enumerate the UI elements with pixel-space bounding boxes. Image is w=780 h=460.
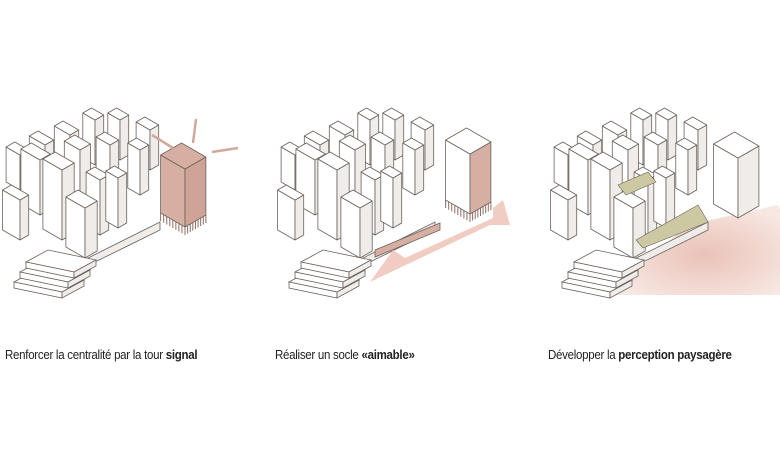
building — [127, 137, 150, 196]
caption-tower-signal: Renforcer la centralité par la tour sign… — [5, 348, 198, 362]
building — [105, 165, 128, 229]
panel-perception-paysagere — [550, 107, 780, 299]
building — [277, 184, 305, 241]
panel-socle-aimable — [277, 107, 510, 299]
caption-perception-paysagere: Développer la perception paysagère — [548, 348, 732, 362]
building — [380, 165, 403, 229]
diagram-illustrations — [2, 107, 780, 299]
building — [2, 184, 30, 241]
building — [402, 137, 425, 196]
stairs — [12, 249, 98, 299]
stairs — [287, 249, 373, 299]
building — [590, 151, 623, 241]
signal-rays-icon — [151, 118, 239, 154]
pedestrian-arrow-icon — [370, 200, 510, 282]
tower — [713, 131, 760, 219]
socle-base — [374, 222, 441, 258]
building — [340, 189, 373, 259]
caption-socle-aimable: Réaliser un socle «aimable» — [275, 348, 415, 362]
colonnade — [160, 213, 207, 235]
tower — [445, 127, 492, 215]
building — [675, 137, 698, 196]
building — [550, 184, 578, 241]
building — [653, 165, 676, 229]
colonnade — [445, 200, 492, 222]
landscape-area — [608, 205, 780, 295]
plaza-green — [635, 204, 709, 249]
panel-tower-signal — [2, 107, 239, 299]
building — [65, 189, 98, 259]
stairs — [560, 249, 646, 299]
tower-signal — [160, 142, 207, 228]
building — [42, 151, 75, 241]
plaza-green — [617, 171, 657, 196]
building — [613, 189, 646, 259]
